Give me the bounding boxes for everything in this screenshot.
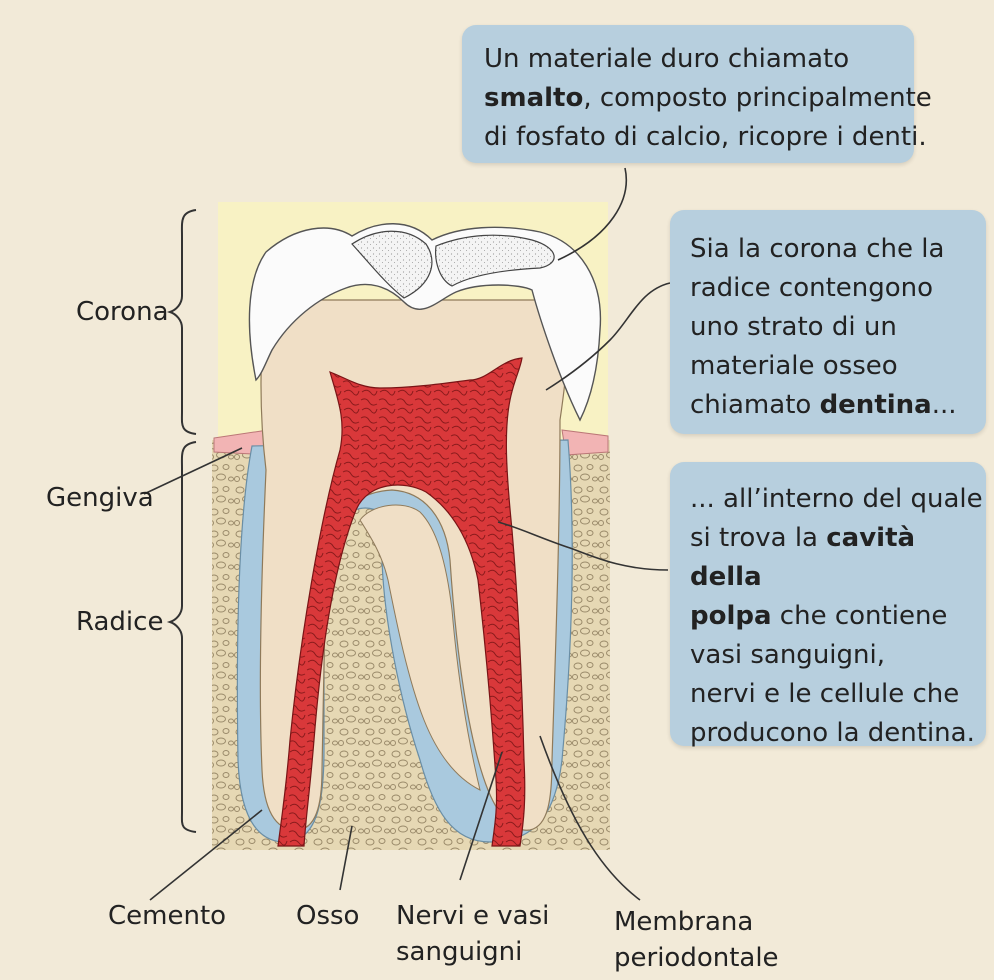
callout-dentina-bold: dentina [820, 390, 932, 420]
callout-dentina-line2: radice contengono [690, 273, 933, 303]
callout-dentina-line3: uno strato di un [690, 312, 897, 342]
radice-bracket [170, 442, 196, 832]
label-nervi-line1: Nervi e vasi [396, 900, 549, 932]
label-corona: Corona [76, 296, 169, 328]
callout-polpa: ... all’interno del quale si trova la ca… [670, 462, 986, 746]
callout-smalto-line2: , composto principalmente [583, 83, 931, 113]
callout-dentina-line1: Sia la corona che la [690, 234, 944, 264]
cemento-leader [150, 810, 262, 900]
callout-polpa-line6: producono la dentina. [690, 718, 975, 748]
label-osso: Osso [296, 900, 359, 932]
label-membrana-line1: Membrana [614, 906, 753, 938]
callout-polpa-line5: nervi e le cellule che [690, 679, 959, 709]
callout-polpa-line4: vasi sanguigni, [690, 640, 885, 670]
callout-smalto-line1: Un materiale duro chiamato [484, 44, 849, 74]
callout-polpa-line3-suffix: che contiene [772, 601, 948, 631]
label-nervi-line2: sanguigni [396, 936, 522, 968]
callout-smalto-bold: smalto [484, 83, 583, 113]
callout-dentina: Sia la corona che la radice contengono u… [670, 210, 986, 434]
callout-polpa-line2-prefix: si trova la [690, 523, 826, 553]
callout-dentina-line5-suffix: ... [932, 390, 957, 420]
callout-polpa-line1: ... all’interno del quale [690, 484, 983, 514]
label-gengiva: Gengiva [46, 482, 154, 514]
callout-polpa-bold2: polpa [690, 601, 772, 631]
corona-bracket [170, 210, 196, 434]
callout-smalto-line3: di fosfato di calcio, ricopre i denti. [484, 122, 927, 152]
callout-dentina-line5-prefix: chiamato [690, 390, 820, 420]
label-membrana-line2: periodontale [614, 942, 779, 974]
label-radice: Radice [76, 606, 163, 638]
callout-dentina-line4: materiale osseo [690, 351, 898, 381]
label-cemento: Cemento [108, 900, 226, 932]
callout-smalto: Un materiale duro chiamato smalto, compo… [462, 25, 914, 163]
